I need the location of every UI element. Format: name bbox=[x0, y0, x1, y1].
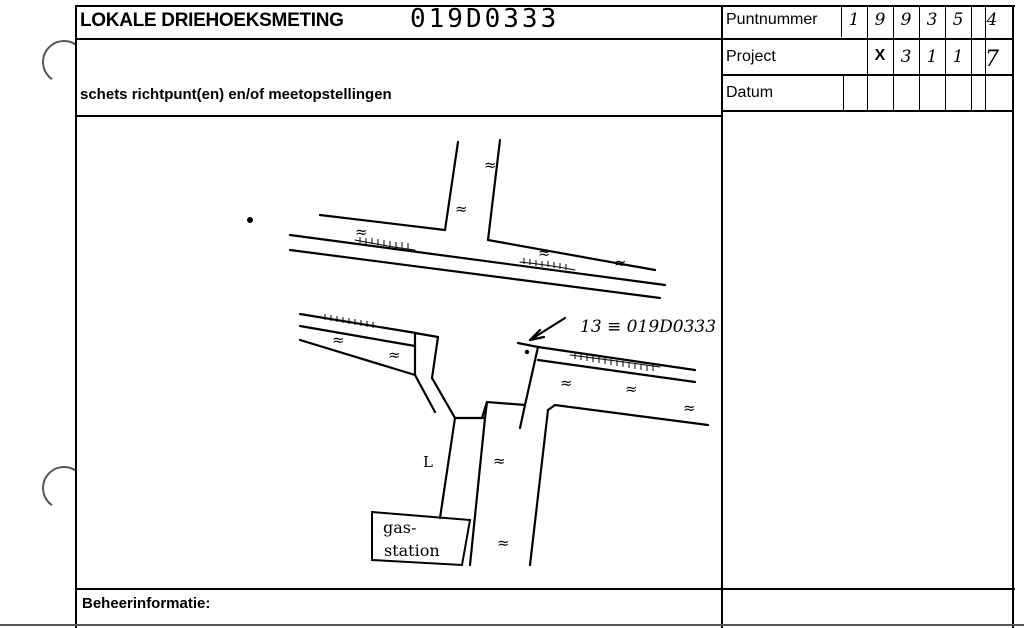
puntnummer-digit: 4 bbox=[986, 10, 998, 30]
sketch-label: schets richtpunt(en) en/of meetopstellin… bbox=[80, 86, 392, 103]
form-title: LOKALE DRIEHOEKSMETING bbox=[80, 10, 344, 31]
grass-mark: ≈ bbox=[355, 223, 368, 241]
grass-mark: ≈ bbox=[560, 374, 573, 392]
project-digit: 1 bbox=[926, 47, 938, 67]
datum-label: Datum bbox=[726, 84, 774, 101]
direction-mark: L bbox=[423, 453, 433, 471]
grass-mark: ≈ bbox=[625, 380, 638, 398]
project-x-mark: X bbox=[874, 47, 886, 64]
grass-mark: ≈ bbox=[497, 534, 510, 552]
point-code: 019D0333 bbox=[410, 4, 560, 34]
project-digit: 3 bbox=[900, 47, 912, 67]
puntnummer-digit: 1 bbox=[848, 10, 860, 30]
project-digit: 7 bbox=[985, 47, 999, 72]
puntnummer-digit: 5 bbox=[952, 10, 964, 30]
gas-station-label: station bbox=[384, 541, 440, 560]
grass-mark: ≈ bbox=[614, 254, 627, 272]
puntnummer-label: Puntnummer bbox=[726, 11, 818, 28]
puntnummer-digit: 9 bbox=[900, 10, 912, 30]
grass-mark: ≈ bbox=[484, 156, 497, 174]
grass-mark: ≈ bbox=[683, 399, 696, 417]
beheer-label: Beheerinformatie: bbox=[82, 595, 211, 612]
grass-mark: ≈ bbox=[493, 452, 506, 470]
grass-mark: ≈ bbox=[455, 200, 468, 218]
gas-station-label: gas- bbox=[383, 518, 416, 537]
grass-mark: ≈ bbox=[388, 346, 401, 364]
project-label: Project bbox=[726, 48, 776, 65]
grass-mark: ≈ bbox=[538, 244, 551, 262]
point-annotation: 13 ≡ 019D0333 bbox=[580, 317, 716, 337]
grass-mark: ≈ bbox=[332, 331, 345, 349]
puntnummer-digit: 3 bbox=[926, 10, 938, 30]
puntnummer-digit: 9 bbox=[874, 10, 886, 30]
project-digit: 1 bbox=[952, 47, 964, 67]
